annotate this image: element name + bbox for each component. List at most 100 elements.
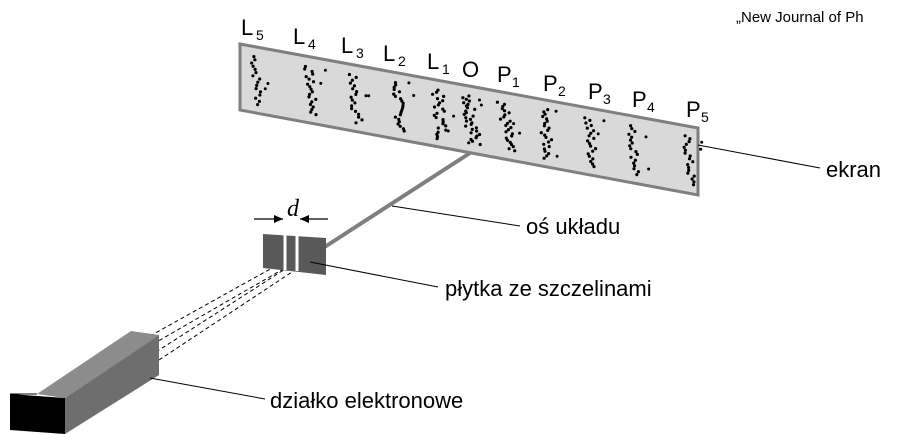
electron-hit-dot [498,117,503,121]
slit-plate [263,234,326,275]
electron-hit-dot [688,137,692,141]
electron-hit-dot [547,145,551,149]
electron-hit-dot [364,94,368,98]
electron-hit-dot [591,157,595,161]
electron-hit-dot [635,173,639,177]
electron-hit-dot [350,98,354,102]
electron-hit-dot [314,97,318,101]
electron-hit-dot [474,126,478,130]
electron-hit-dot [435,137,439,141]
electron-hit-dot [398,124,402,128]
electron-hit-dot [314,113,318,117]
electron-hit-dot [688,154,692,158]
screen-label-p5: P 5 [686,97,709,125]
electron-hit-dot [462,101,466,105]
electron-hit-dot [686,171,690,175]
screen-label-p4: P 4 [632,87,655,115]
electron-hit-dot [441,122,445,126]
electron-hit-dot [464,124,468,128]
electron-hit-dot [478,132,482,137]
electron-hit-dot [303,67,307,71]
slit-spacing-dimension [254,215,328,223]
electron-hit-dot [500,107,504,111]
electron-hit-dot [505,138,510,142]
electron-hit-dot [691,160,695,164]
electron-hit-dot [632,167,636,171]
screen-label-l1: L 1 [427,49,450,77]
screen-label-l2: L 2 [383,41,406,69]
screen-label-l5: L 5 [241,15,264,43]
gun-front-face [10,394,65,434]
electron-hit-dot [634,150,638,154]
electron-hit-dot [469,131,473,135]
electron-hit-dot [502,115,506,119]
svg-text:2: 2 [558,83,566,99]
screen-label-o: O [462,57,479,82]
electron-hit-dot [589,159,593,164]
electron-hit-dot [644,135,648,139]
electron-hit-dot [692,174,696,178]
electron-hit-dot [586,139,590,143]
electron-hit-dot [252,55,256,59]
svg-text:1: 1 [442,61,450,77]
electron-hit-dot [250,61,254,65]
electron-hit-dot [431,92,435,96]
electron-hit-dot [306,82,310,86]
electron-hit-dot [509,126,513,130]
electron-hit-dot [304,75,308,79]
plate-callout: płytka ze szczelinami [445,276,652,301]
electron-hit-dot [506,128,510,132]
electron-hit-dot [589,131,593,135]
electron-hit-dot [367,94,371,98]
electron-hit-dot [555,154,559,158]
electron-hit-dot [585,126,589,130]
electron-hit-dot [602,119,606,123]
electron-hit-dot [690,177,694,181]
electron-hit-dot [434,90,439,94]
electron-hit-dot [587,141,592,146]
electron-hit-dot [592,136,596,140]
electron-hit-dot [541,114,545,119]
gun-leader-line [149,377,266,400]
electron-hit-dot [308,92,312,96]
electron-hit-dot [393,94,397,98]
electron-hit-dot [254,96,258,100]
plate-leader-line [309,261,439,288]
electron-hit-dot [348,81,352,85]
electron-hit-dot [539,131,543,135]
electron-hit-dot [589,123,593,128]
svg-text:1: 1 [512,74,520,90]
electron-hit-dot [504,123,508,128]
electron-hit-dot [687,157,692,161]
electron-hit-dot [263,87,267,91]
electron-hit-dot [470,139,475,143]
electron-hit-dot [435,111,439,115]
electron-hit-dot [502,109,507,113]
electron-hit-dot [633,129,637,134]
svg-text:P: P [588,79,603,104]
electron-hit-dot [700,140,704,144]
electron-hit-dot [303,64,307,69]
electron-hit-dot [392,85,396,89]
electron-hit-dot [683,148,688,152]
electron-hit-dot [308,85,312,89]
electron-hit-dot [256,80,260,84]
electron-hit-dot [473,107,477,111]
electron-hit-dot [479,103,483,107]
electron-hit-dot [518,131,522,135]
electron-hit-dot [629,124,633,128]
electron-hit-dot [507,111,511,115]
electron-hit-dot [628,144,632,148]
slit-spacing-label: d [287,196,300,222]
electron-hit-dot [444,124,448,128]
electron-hit-dot [398,113,402,117]
electron-hit-dot [310,100,314,104]
electron-hit-dot [432,113,436,117]
electron-hit-dot [629,155,633,159]
electron-hit-dot [583,116,587,120]
electron-hit-dot [351,87,355,91]
electron-hit-dot [683,151,687,155]
electron-hit-dot [554,109,558,113]
electron-hit-dot [253,67,257,71]
electron-hit-dot [355,90,359,94]
